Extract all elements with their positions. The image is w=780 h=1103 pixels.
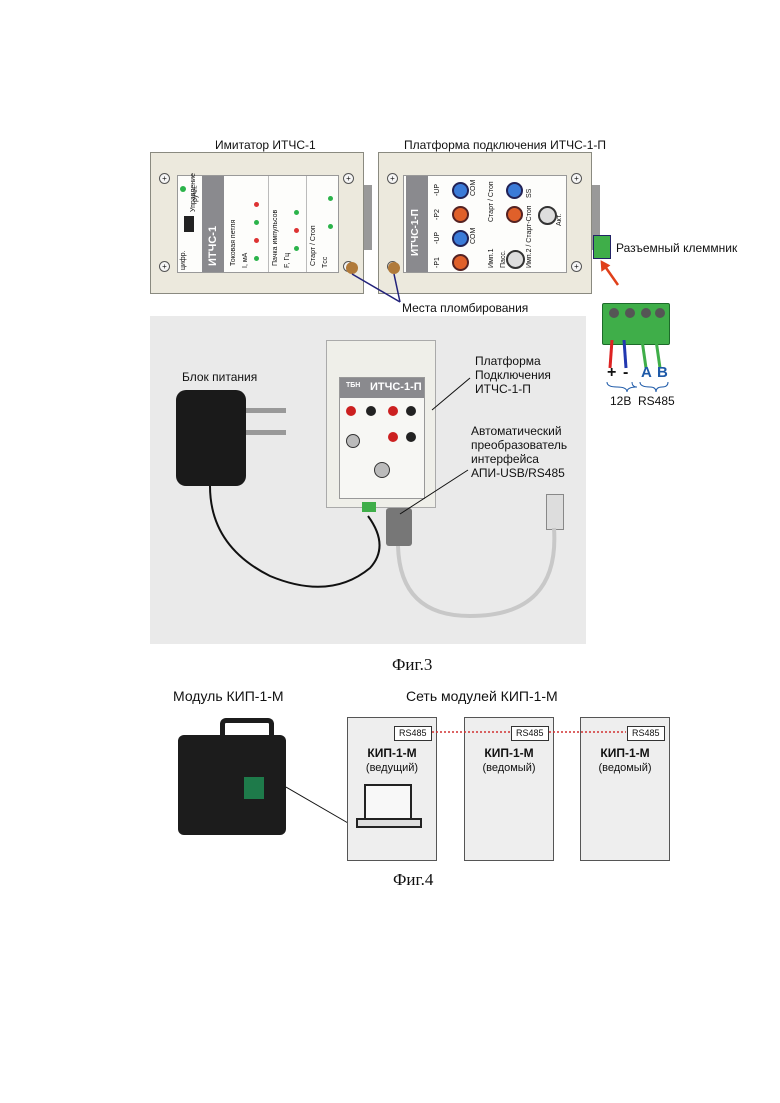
module-name: КИП-1-М bbox=[348, 746, 436, 760]
module-name: КИП-1-М bbox=[465, 746, 553, 760]
laptop-base-icon bbox=[356, 818, 422, 828]
fig4-caption: Фиг.4 bbox=[393, 870, 433, 890]
network-label: Сеть модулей КИП-1-М bbox=[406, 688, 558, 704]
module-label: Модуль КИП-1-М bbox=[173, 688, 284, 704]
module-role: (ведомый) bbox=[465, 762, 553, 774]
fig3-photo-leaders bbox=[0, 0, 780, 660]
module-name: КИП-1-М bbox=[581, 746, 669, 760]
module-role: (ведомый) bbox=[581, 762, 669, 774]
rs485-links bbox=[0, 720, 780, 740]
case-body bbox=[178, 735, 286, 835]
module-role: (ведущий) bbox=[348, 762, 436, 774]
case-label bbox=[244, 777, 264, 799]
fig3-caption: Фиг.3 bbox=[392, 655, 432, 675]
case-link-line bbox=[286, 785, 356, 825]
laptop-screen-icon bbox=[364, 784, 412, 820]
